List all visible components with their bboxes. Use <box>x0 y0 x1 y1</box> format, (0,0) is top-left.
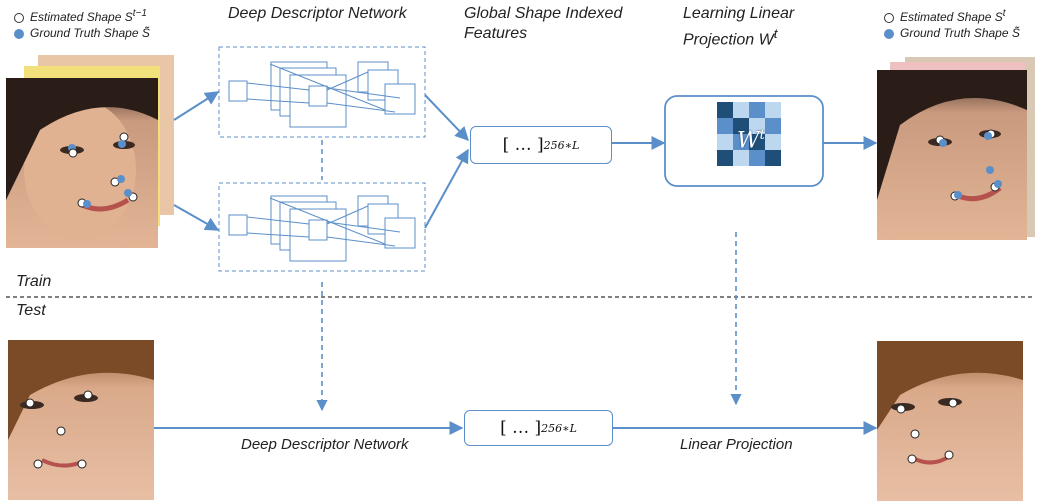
feature-vector-train: [ … ]256∗L <box>470 126 612 164</box>
test-linear-projection-label: Linear Projection <box>680 436 793 453</box>
legend-gt-text: Ground Truth Shape S̃ <box>30 26 150 40</box>
section-train-label: Train <box>16 273 52 290</box>
matrix-label: Wt <box>737 128 765 153</box>
header-global-line1: Global Shape Indexed <box>464 5 623 22</box>
header-global-features: Global Shape Indexed Features <box>464 4 622 44</box>
header-global-line2: Features <box>464 25 528 42</box>
header-deep-descriptor: Deep Descriptor Network <box>228 5 407 22</box>
legend-gt-left: Ground Truth Shape S̃ <box>14 25 150 41</box>
feature-vector-test: [ … ]256∗L <box>464 410 613 446</box>
section-test-label: Test <box>16 302 46 319</box>
projection-matrix <box>717 102 781 166</box>
train-output-faces <box>877 57 1035 240</box>
legend-gt-right: Ground Truth Shape S̃ <box>884 25 1020 41</box>
test-output-face <box>877 341 1023 501</box>
legend-estimated-sup: t <box>1002 8 1006 19</box>
test-input-face <box>8 340 154 500</box>
legend-estimated-sup: t−1 <box>132 8 147 19</box>
header-learning-sup: t <box>773 26 778 41</box>
legend-estimated-left: Estimated Shape St−1 <box>14 6 150 25</box>
feature-vector-subscript: 256∗L <box>541 421 577 435</box>
legend-estimated-right: Estimated Shape St <box>884 6 1020 25</box>
descriptor-network-top <box>218 46 426 138</box>
legend-estimated-text: Estimated Shape S <box>900 10 1003 24</box>
legend-gt-text: Ground Truth Shape S̃ <box>900 26 1020 40</box>
legend-left: Estimated Shape St−1 Ground Truth Shape … <box>14 6 150 41</box>
header-learning-line1: Learning Linear <box>683 5 795 22</box>
estimated-dot-icon <box>14 12 24 23</box>
legend-estimated-text: Estimated Shape S <box>30 10 133 24</box>
header-learning-line2-wrap: Projection Wt <box>683 24 794 50</box>
matrix-label-text: W <box>737 128 760 154</box>
matrix-label-sup: t <box>759 128 765 143</box>
legend-right: Estimated Shape St Ground Truth Shape S̃ <box>884 6 1020 41</box>
header-learning-line2: Projection W <box>683 31 774 49</box>
ground-truth-dot-icon <box>14 28 24 39</box>
test-deep-descriptor-label: Deep Descriptor Network <box>241 436 409 453</box>
header-learning-projection: Learning Linear Projection Wt <box>683 4 794 50</box>
train-arrows <box>173 91 878 231</box>
feature-vector-text: [ … ] <box>502 135 544 155</box>
descriptor-network-bottom <box>218 182 426 272</box>
feature-vector-subscript: 256∗L <box>543 138 580 152</box>
ground-truth-dot-icon <box>884 28 894 39</box>
estimated-dot-icon <box>884 12 894 23</box>
train-input-faces <box>6 55 174 248</box>
feature-vector-text: [ … ] <box>500 418 542 438</box>
